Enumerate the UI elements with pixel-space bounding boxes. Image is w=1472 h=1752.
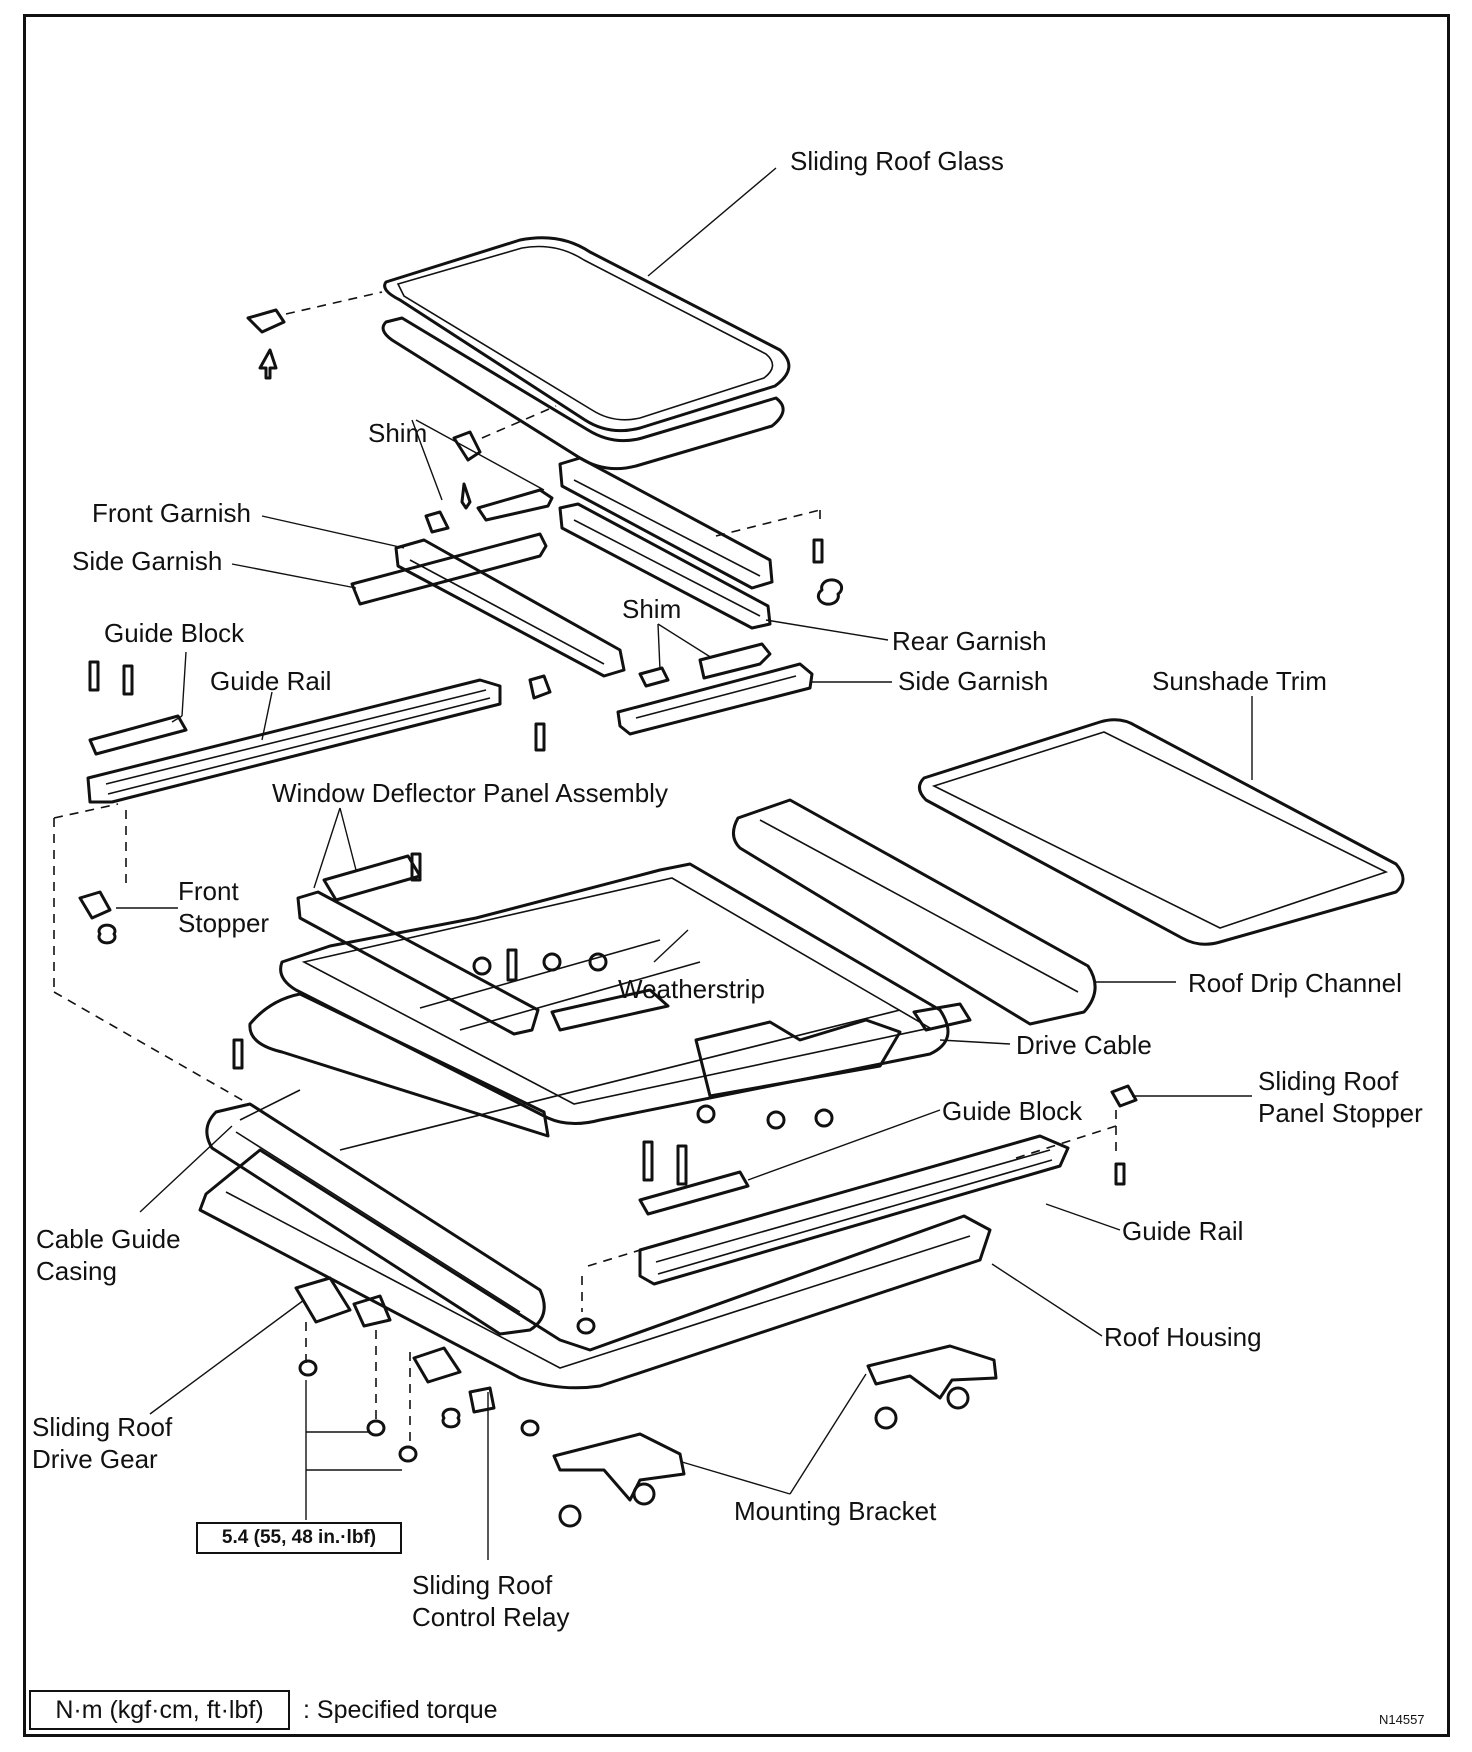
drive-gear-and-relay <box>294 1276 496 1429</box>
label-guide-rail-top: Guide Rail <box>210 666 332 696</box>
label-shim-top: Shim <box>368 418 428 448</box>
label-control-relay-2: Control Relay <box>412 1602 570 1632</box>
label-sliding-roof-glass: Sliding Roof Glass <box>790 146 1004 176</box>
window-deflector <box>296 852 540 1036</box>
label-cable-guide-2: Casing <box>36 1256 117 1286</box>
glass-clip-left <box>246 308 286 380</box>
label-window-deflector: Window Deflector Panel Assembly <box>272 778 668 808</box>
label-front-garnish: Front Garnish <box>92 498 251 528</box>
label-rear-garnish: Rear Garnish <box>892 626 1047 656</box>
label-drive-gear-1: Sliding Roof <box>32 1412 173 1442</box>
roof-housing <box>198 1009 992 1390</box>
label-guide-block-top: Guide Block <box>104 618 245 648</box>
label-roof-drip-channel: Roof Drip Channel <box>1188 968 1402 998</box>
front-and-side-garnish <box>350 532 626 678</box>
mounting-brackets <box>552 1344 998 1528</box>
sunshade-trim <box>918 718 1405 946</box>
side-garnish-right <box>616 642 814 736</box>
label-sunshade-trim: Sunshade Trim <box>1152 666 1327 696</box>
label-guide-rail-bottom: Guide Rail <box>1122 1216 1244 1246</box>
guide-rail-right <box>638 1134 1070 1286</box>
label-side-garnish-right: Side Garnish <box>898 666 1049 696</box>
rear-garnish <box>558 456 774 630</box>
label-panel-stopper-2: Panel Stopper <box>1258 1098 1423 1128</box>
fasteners-mid <box>232 948 834 1186</box>
legend-meaning: : Specified torque <box>303 1696 498 1724</box>
label-control-relay-1: Sliding Roof <box>412 1570 553 1600</box>
shim-parts-top <box>424 430 554 534</box>
label-weatherstrip: Weatherstrip <box>618 974 765 1004</box>
label-front-stopper-1: Front <box>178 876 239 906</box>
roof-drip-channel <box>732 798 1097 1026</box>
torque-bolts <box>298 1317 596 1463</box>
label-roof-housing: Roof Housing <box>1104 1322 1262 1352</box>
label-shim-mid: Shim <box>622 594 682 624</box>
front-stopper <box>78 890 117 945</box>
cable-guide-casing <box>205 1102 546 1336</box>
label-front-stopper-2: Stopper <box>178 908 270 938</box>
label-cable-guide-1: Cable Guide <box>36 1224 181 1254</box>
leader-lines <box>116 167 1253 1560</box>
label-panel-stopper-1: Sliding Roof <box>1258 1066 1399 1096</box>
label-guide-block-bottom: Guide Block <box>942 1096 1083 1126</box>
figure-number: N14557 <box>1379 1712 1425 1727</box>
legend-unit-box: N·m (kgf·cm, ft·lbf) <box>29 1690 290 1730</box>
diagram-frame <box>23 14 1450 1737</box>
drive-cable-parts <box>550 988 972 1098</box>
guide-rail-left <box>86 660 552 804</box>
panel-stopper <box>1110 1084 1138 1186</box>
torque-spec-box: 5.4 (55, 48 in.·lbf) <box>196 1522 402 1554</box>
label-mounting-bracket: Mounting Bracket <box>734 1496 937 1526</box>
label-drive-gear-2: Drive Gear <box>32 1444 158 1474</box>
sliding-roof-glass <box>381 236 791 471</box>
label-side-garnish-left: Side Garnish <box>72 546 223 576</box>
label-drive-cable: Drive Cable <box>1016 1030 1152 1060</box>
